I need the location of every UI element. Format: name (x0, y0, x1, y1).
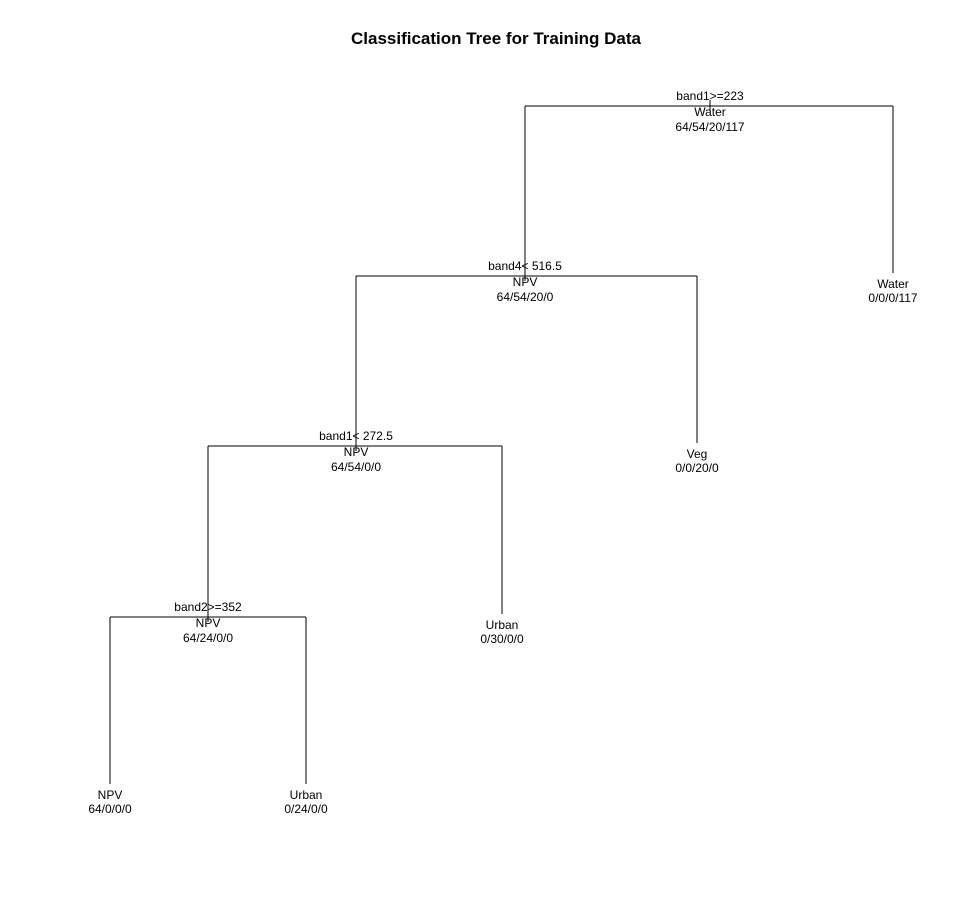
root-node-class-label: Water (694, 105, 726, 119)
root-node-split-label: band1>=223 (676, 89, 744, 103)
leaf-veg-counts: 0/0/20/0 (675, 461, 719, 475)
node-band1-272-class-label: NPV (343, 445, 369, 459)
node-band4-split-label: band4< 516.5 (488, 259, 562, 273)
leaf-urban-30-class-label: Urban (485, 618, 519, 632)
root-node-counts: 64/54/20/117 (675, 120, 745, 134)
node-band1-272-counts: 64/54/0/0 (330, 460, 382, 474)
node-band2-class-label: NPV (195, 616, 221, 630)
leaf-veg-class-label: Veg (686, 447, 708, 461)
leaf-urban-30-counts: 0/30/0/0 (480, 632, 524, 646)
node-band1-272-split-label: band1< 272.5 (319, 429, 393, 443)
leaf-npv-class-label: NPV (97, 788, 123, 802)
leaf-water-class-label: Water (877, 277, 909, 291)
leaf-urban-24-class-label: Urban (289, 788, 323, 802)
plot-title: Classification Tree for Training Data (350, 29, 642, 48)
leaf-water-counts: 0/0/0/117 (868, 291, 918, 305)
leaf-urban-24-counts: 0/24/0/0 (284, 802, 328, 816)
node-band4-counts: 64/54/20/0 (496, 290, 554, 304)
node-band4-class-label: NPV (512, 275, 538, 289)
node-band2-split-label: band2>=352 (174, 600, 242, 614)
node-band2-counts: 64/24/0/0 (182, 631, 234, 645)
leaf-npv-counts: 64/0/0/0 (88, 802, 132, 816)
